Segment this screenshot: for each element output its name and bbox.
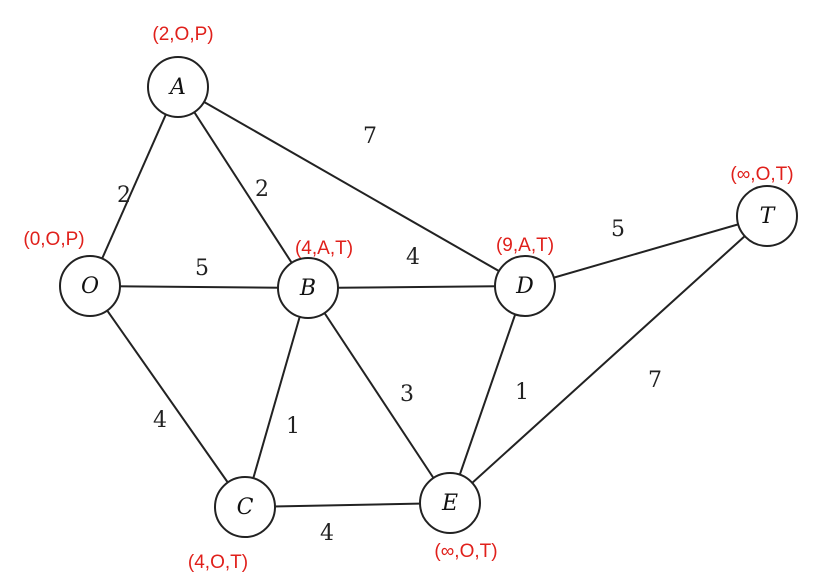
node-tag-t: (∞,O,T) [730, 164, 793, 185]
node-label-e: E [441, 491, 458, 516]
node-label-b: B [299, 276, 316, 301]
edge-e-t [449, 215, 768, 504]
node-circle-a [147, 56, 209, 118]
node-circle-d [494, 255, 556, 317]
edge-a-b [177, 86, 309, 289]
node-tag-a: (2,O,P) [152, 24, 213, 45]
edge-weight-b-d: 4 [406, 245, 420, 270]
node-e: E [419, 472, 481, 534]
node-circle-o [59, 255, 121, 317]
edge-weight-o-b: 5 [195, 256, 209, 281]
edge-b-e [307, 287, 451, 504]
node-label-o: O [81, 274, 99, 299]
edge-weight-c-e: 4 [320, 521, 334, 546]
node-b: B [277, 257, 339, 319]
edge-weight-o-a: 2 [117, 183, 131, 208]
edge-weights-layer: 2 2 7 5 4 5 4 1 3 1 4 7 [117, 124, 662, 546]
edge-o-a [89, 86, 179, 287]
node-circle-e [419, 472, 481, 534]
node-circle-c [214, 476, 276, 538]
node-circle-b [277, 257, 339, 319]
edge-d-t [524, 215, 768, 287]
edge-weight-a-b: 2 [255, 177, 269, 202]
edge-d-e [449, 285, 526, 504]
edge-c-e [244, 502, 451, 508]
node-circle-t [736, 185, 798, 247]
edge-weight-d-e: 1 [515, 380, 529, 405]
edge-weight-d-t: 5 [611, 217, 625, 242]
node-d: D [494, 255, 556, 317]
node-o: O [59, 255, 121, 317]
node-tag-d: (9,A,T) [496, 235, 554, 256]
edge-weight-o-c: 4 [153, 408, 167, 433]
node-a: A [147, 56, 209, 118]
edge-weight-b-e: 3 [400, 382, 414, 407]
node-tags-layer: (2,O,P) (0,O,P) (4,A,T) (9,A,T) (∞,O,T) (4,O,… [23, 24, 793, 573]
node-label-d: D [515, 274, 534, 299]
node-tag-c: (4,O,T) [188, 552, 248, 573]
node-tag-b: (4,A,T) [295, 238, 353, 259]
node-label-t: T [760, 204, 777, 229]
edge-weight-c-b: 1 [286, 414, 300, 439]
edge-b-d [307, 285, 526, 289]
node-c: C [214, 476, 276, 538]
node-t: T [736, 185, 798, 247]
edge-o-b [89, 285, 309, 289]
edge-o-c [89, 285, 246, 508]
edge-a-d [177, 86, 526, 287]
node-label-c: C [237, 495, 254, 520]
nodes-layer: A O B D T C E [59, 56, 798, 538]
node-tag-e: (∞,O,T) [434, 541, 497, 562]
node-label-a: A [168, 75, 186, 100]
edges-layer [89, 86, 768, 508]
edge-weight-a-d: 7 [363, 124, 377, 149]
edge-weight-e-t: 7 [648, 368, 662, 393]
node-tag-o: (0,O,P) [23, 229, 84, 250]
edge-c-b [244, 287, 309, 508]
